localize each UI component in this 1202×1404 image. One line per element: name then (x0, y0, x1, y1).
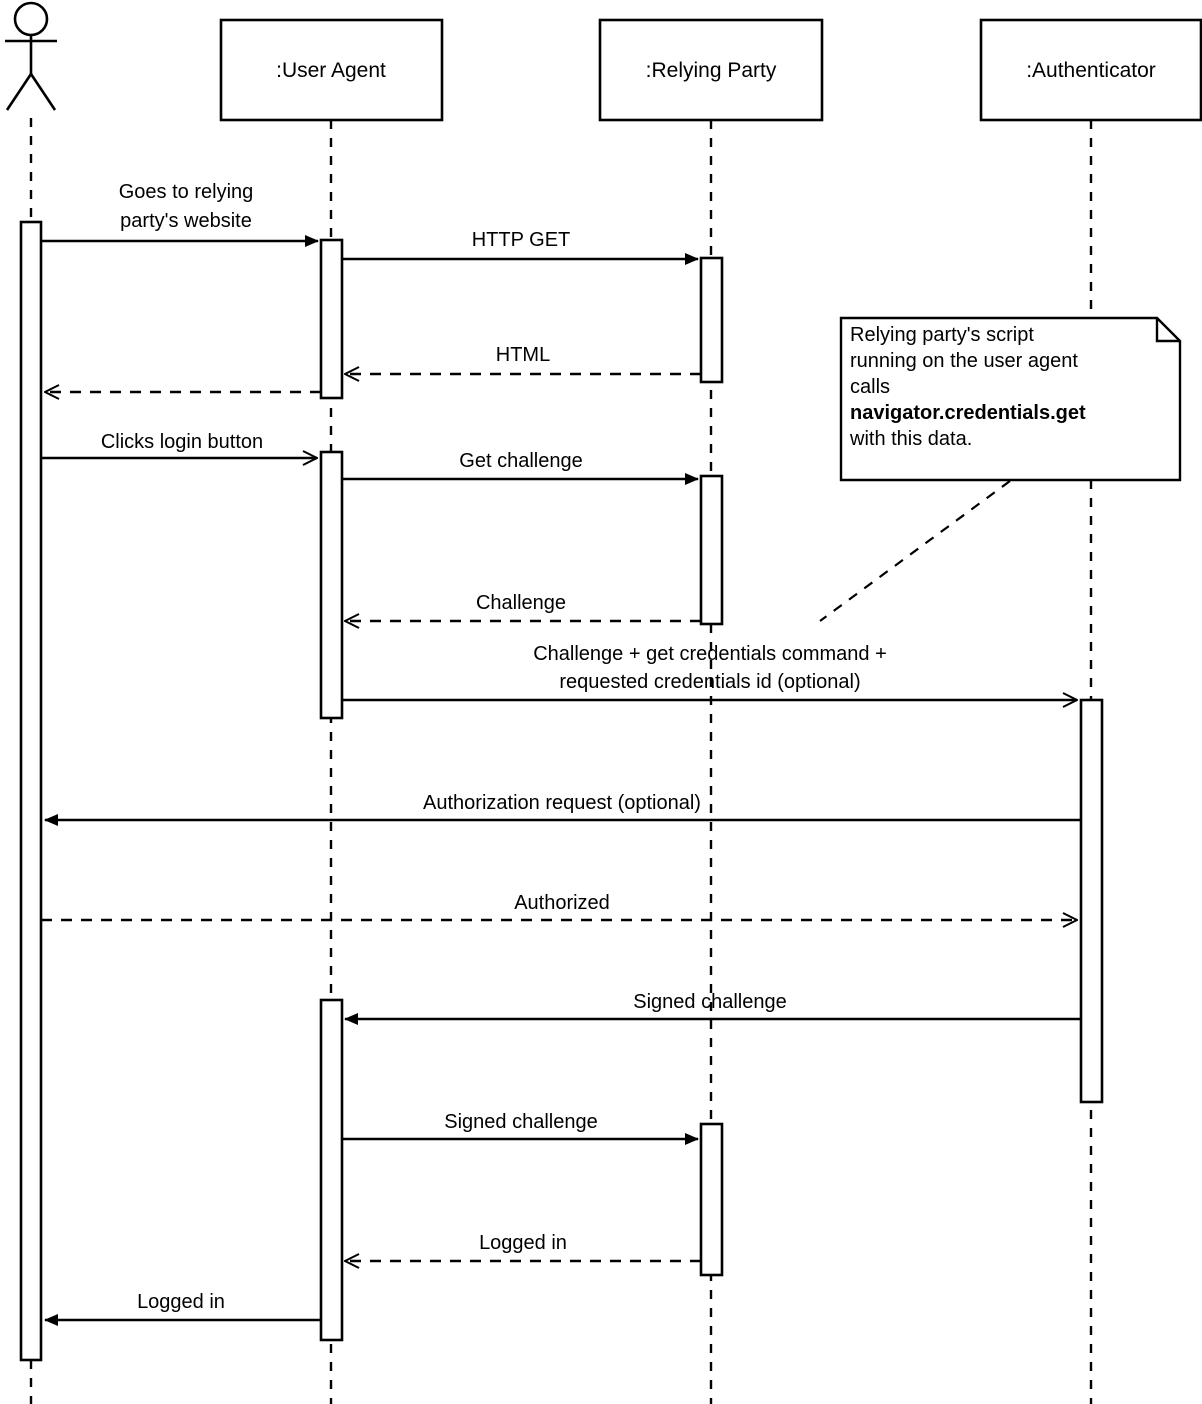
message-label-http-get: HTTP GET (471, 229, 571, 251)
note-text-line4: with this data. (850, 428, 973, 450)
actor-stick-figure (5, 1, 57, 111)
activation-user-agent-2 (319, 450, 344, 720)
lifeline-label-user-agent: :User Agent (276, 59, 386, 82)
activation-authenticator-1 (1079, 698, 1104, 1104)
note-text-line3: calls (850, 376, 891, 398)
activation-relying-party-1 (699, 256, 724, 384)
activation-user-agent-1 (319, 238, 344, 400)
message-label-logged-in-rp: Logged in (479, 1232, 567, 1254)
message-label-challenge: Challenge (475, 592, 567, 614)
message-label-logged-in-actor: Logged in (137, 1291, 225, 1313)
activation-bars (19, 220, 1104, 1362)
lifeline-head-relying-party (598, 18, 824, 122)
message-label-goes-to-website-line2: party's website (120, 210, 252, 232)
message-label-get-challenge: Get challenge (459, 450, 583, 472)
activation-actor (19, 220, 43, 1362)
message-label-challenge-credentials-line1: Challenge + get credentials command + (533, 643, 887, 665)
note-connector (819, 480, 1011, 622)
message-label-challenge-credentials-line2: requested credentials id (optional) (559, 671, 861, 693)
message-label-authorization-request: Authorization request (optional) (423, 792, 701, 814)
lifeline-label-authenticator: :Authenticator (1026, 59, 1156, 82)
note-text-line2: running on the user agent (850, 350, 1078, 372)
message-label-goes-to-website-line1: Goes to relying (118, 181, 254, 203)
lifeline-head-authenticator (979, 18, 1202, 122)
activation-user-agent-3 (319, 998, 344, 1342)
activation-relying-party-3 (699, 1122, 724, 1277)
note-text-bold-api: navigator.credentials.get (850, 402, 1086, 424)
note-box (839, 316, 1182, 482)
message-label-signed-challenge-rp: Signed challenge (444, 1111, 598, 1133)
note-text: Relying party's script running on the us… (850, 322, 1174, 452)
lifeline-label-relying-party: :Relying Party (645, 59, 777, 82)
note-text-line1: Relying party's script (850, 324, 1034, 346)
message-label-clicks-login: Clicks login button (100, 431, 264, 453)
activation-relying-party-2 (699, 474, 724, 626)
message-label-signed-challenge-auth: Signed challenge (633, 991, 787, 1013)
message-label-authorized: Authorized (514, 892, 610, 914)
message-label-html: HTML (495, 344, 551, 366)
